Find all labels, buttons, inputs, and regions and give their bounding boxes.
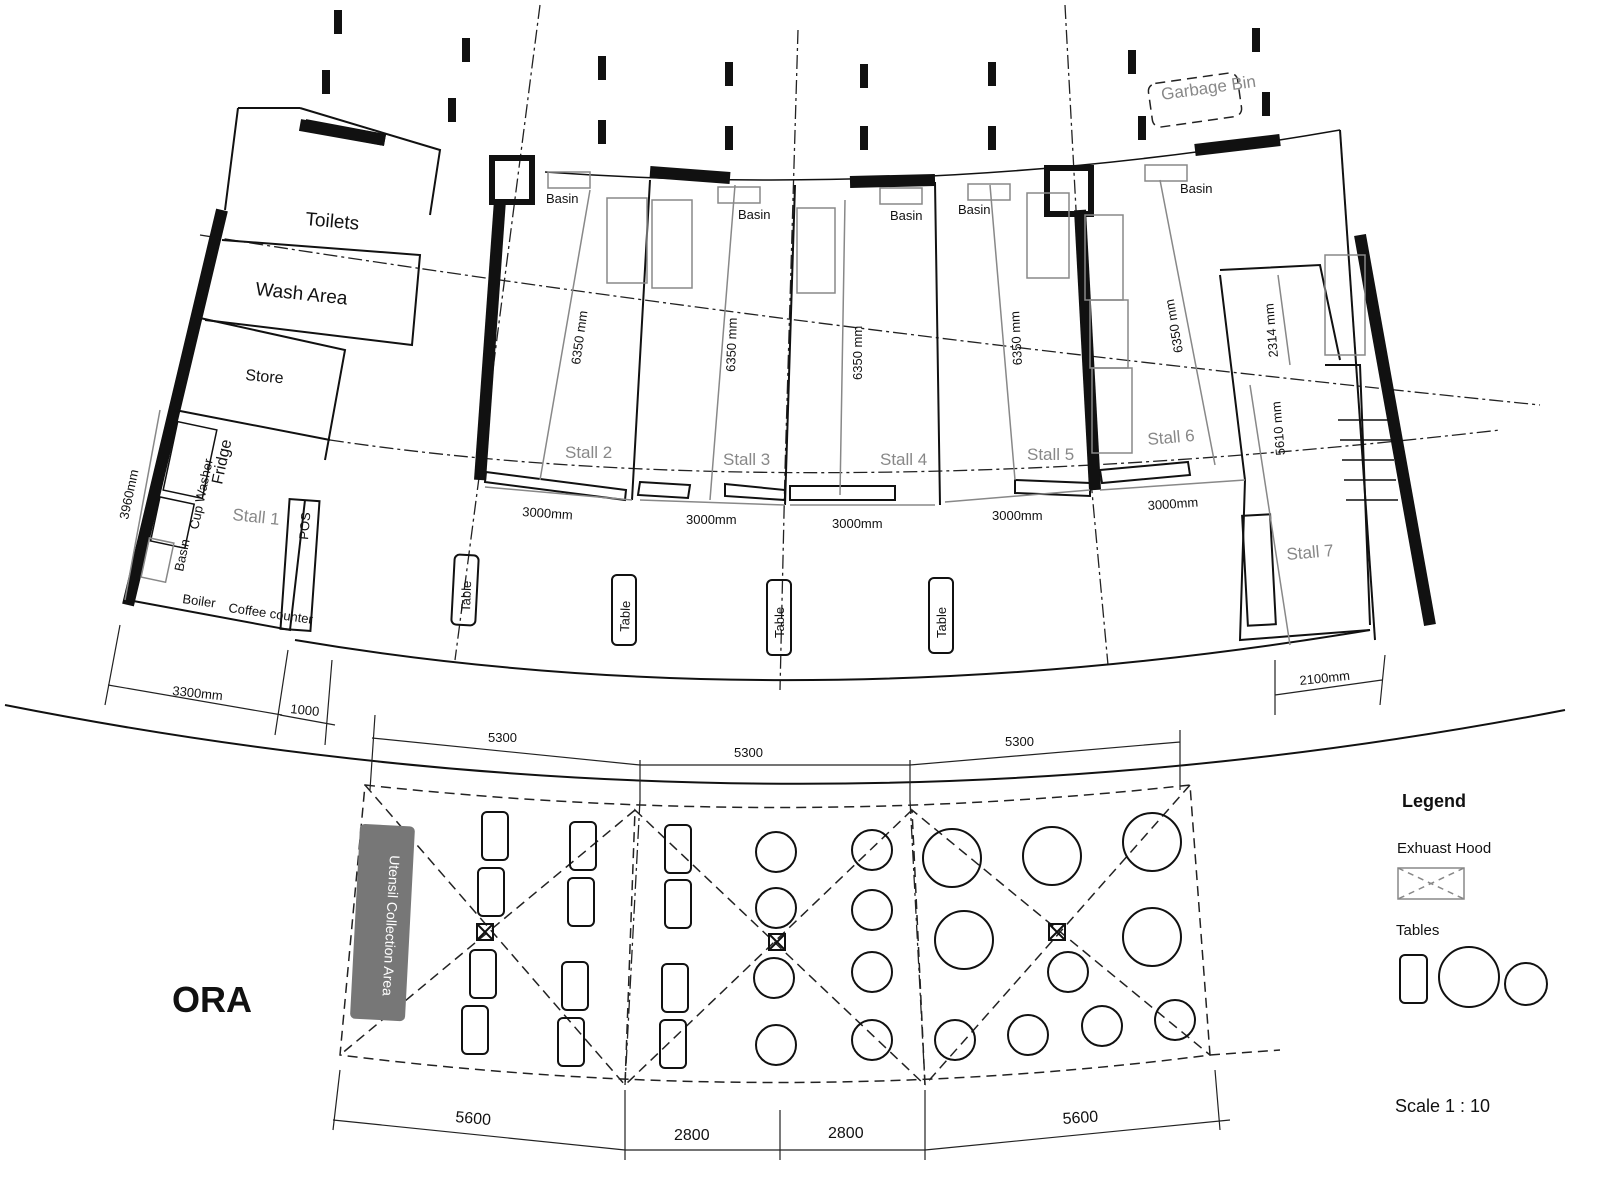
dim-grid-bottom-1: 5600 <box>455 1109 492 1129</box>
dim-stall-1-depth: 3960mm <box>116 468 141 521</box>
store-label: Store <box>245 367 285 387</box>
boiler-label: Boiler <box>182 591 218 611</box>
dimensions-lower: 5300 5300 5300 5600 2800 2800 5600 <box>332 714 1231 1160</box>
counters <box>279 460 1277 632</box>
dim-stall-2-width: 3000mm <box>522 504 574 522</box>
dim-grid-bottom-2: 2800 <box>674 1127 710 1144</box>
garbage-bin-label: Garbage Bin <box>1160 72 1257 104</box>
dim-grid-bottom-3: 2800 <box>828 1125 864 1142</box>
scale-label: Scale 1 : 10 <box>1395 1096 1490 1116</box>
stall-4-label: Stall 4 <box>880 450 927 469</box>
large-round-table-icon <box>1438 946 1500 1008</box>
legend: Legend Exhuast Hood Tables <box>1396 791 1548 1008</box>
utensil-collection-area <box>350 823 415 1022</box>
dim-stall-7-upper: 2314 mm <box>1261 303 1281 358</box>
legend-tables-label: Tables <box>1396 922 1439 939</box>
dim-grid-3: 5300 <box>1005 734 1034 749</box>
seating-area: Utensil Collection Area <box>339 784 1281 1087</box>
dim-stall-7-lower: 5610 mm <box>1268 401 1288 456</box>
dim-stall-7-width: 2100mm <box>1299 668 1351 688</box>
basins: Basin Basin Basin Basin Basin <box>546 164 1213 223</box>
stall-5-label: Stall 5 <box>1027 445 1074 464</box>
dim-gap: 1000 <box>290 701 320 719</box>
dim-grid-2: 5300 <box>734 745 763 760</box>
walkway-tables: Table Table Table Table <box>450 553 954 656</box>
stall-3-label: Stall 3 <box>723 450 770 469</box>
pos-label: POS <box>296 511 313 540</box>
dim-stall-3-width: 3000mm <box>686 512 737 527</box>
dimensions-upper: 6350 mm 6350 mm 6350 mm 6350 mm 6350 mm … <box>104 179 1386 746</box>
round-tables <box>753 812 1196 1066</box>
stall-6-label: Stall 6 <box>1147 426 1196 449</box>
legend-exhaust-hood-label: Exhuast Hood <box>1397 840 1491 857</box>
staircase <box>1338 419 1398 501</box>
basin-label: Basin <box>171 538 192 573</box>
table-label: Table <box>458 581 474 613</box>
boundary-arc <box>4 704 1566 785</box>
dim-stall-4-depth: 6350 mm <box>850 326 865 380</box>
small-round-table-icon <box>1504 962 1548 1006</box>
parking-marks <box>322 10 1270 150</box>
dim-stall-3-depth: 6350 mm <box>723 317 740 372</box>
table-label: Table <box>934 607 949 638</box>
dim-stall-5-width: 3000mm <box>992 508 1043 523</box>
stall-2-label: Stall 2 <box>565 443 612 462</box>
dim-stall-4-width: 3000mm <box>832 516 883 531</box>
wash-area-label: Wash Area <box>254 279 348 310</box>
dim-grid-bottom-4: 5600 <box>1062 1109 1099 1128</box>
dim-stall-5-depth: 6350 mm <box>1007 311 1025 366</box>
stall-1-label: Stall 1 <box>232 505 281 529</box>
column-markers <box>476 923 1066 951</box>
basin-label: Basin <box>958 202 991 217</box>
dim-stall-6-depth: 6350 mm <box>1162 298 1186 354</box>
dim-stall-1-width: 3300mm <box>172 683 224 703</box>
coffee-counter-label: Coffee counter <box>228 600 315 627</box>
rect-tables <box>461 811 692 1069</box>
basin-label: Basin <box>546 191 579 206</box>
stall-7-label: Stall 7 <box>1286 541 1335 564</box>
utensil-area-label: Utensil Collection Area <box>380 855 403 997</box>
exhaust-hood-icon <box>1397 867 1465 900</box>
toilets-label: Toilets <box>305 209 360 235</box>
table-label: Table <box>617 601 633 633</box>
dim-grid-1: 5300 <box>488 730 517 745</box>
garbage-bin <box>1147 72 1243 128</box>
legend-title: Legend <box>1402 791 1466 811</box>
rect-table-icon <box>1399 954 1428 1004</box>
basin-label: Basin <box>738 207 771 222</box>
basin-label: Basin <box>890 208 923 223</box>
walls <box>122 107 1436 682</box>
table-label: Table <box>772 607 787 638</box>
basin-label: Basin <box>1180 181 1213 196</box>
dim-stall-6-width: 3000mm <box>1147 495 1199 513</box>
cup-washer-label: Cup Washer <box>186 457 216 531</box>
dim-stall-2-depth: 6350 mm <box>568 310 590 366</box>
exhaust-hoods <box>606 192 1366 454</box>
plan-title: ORA <box>172 979 252 1020</box>
